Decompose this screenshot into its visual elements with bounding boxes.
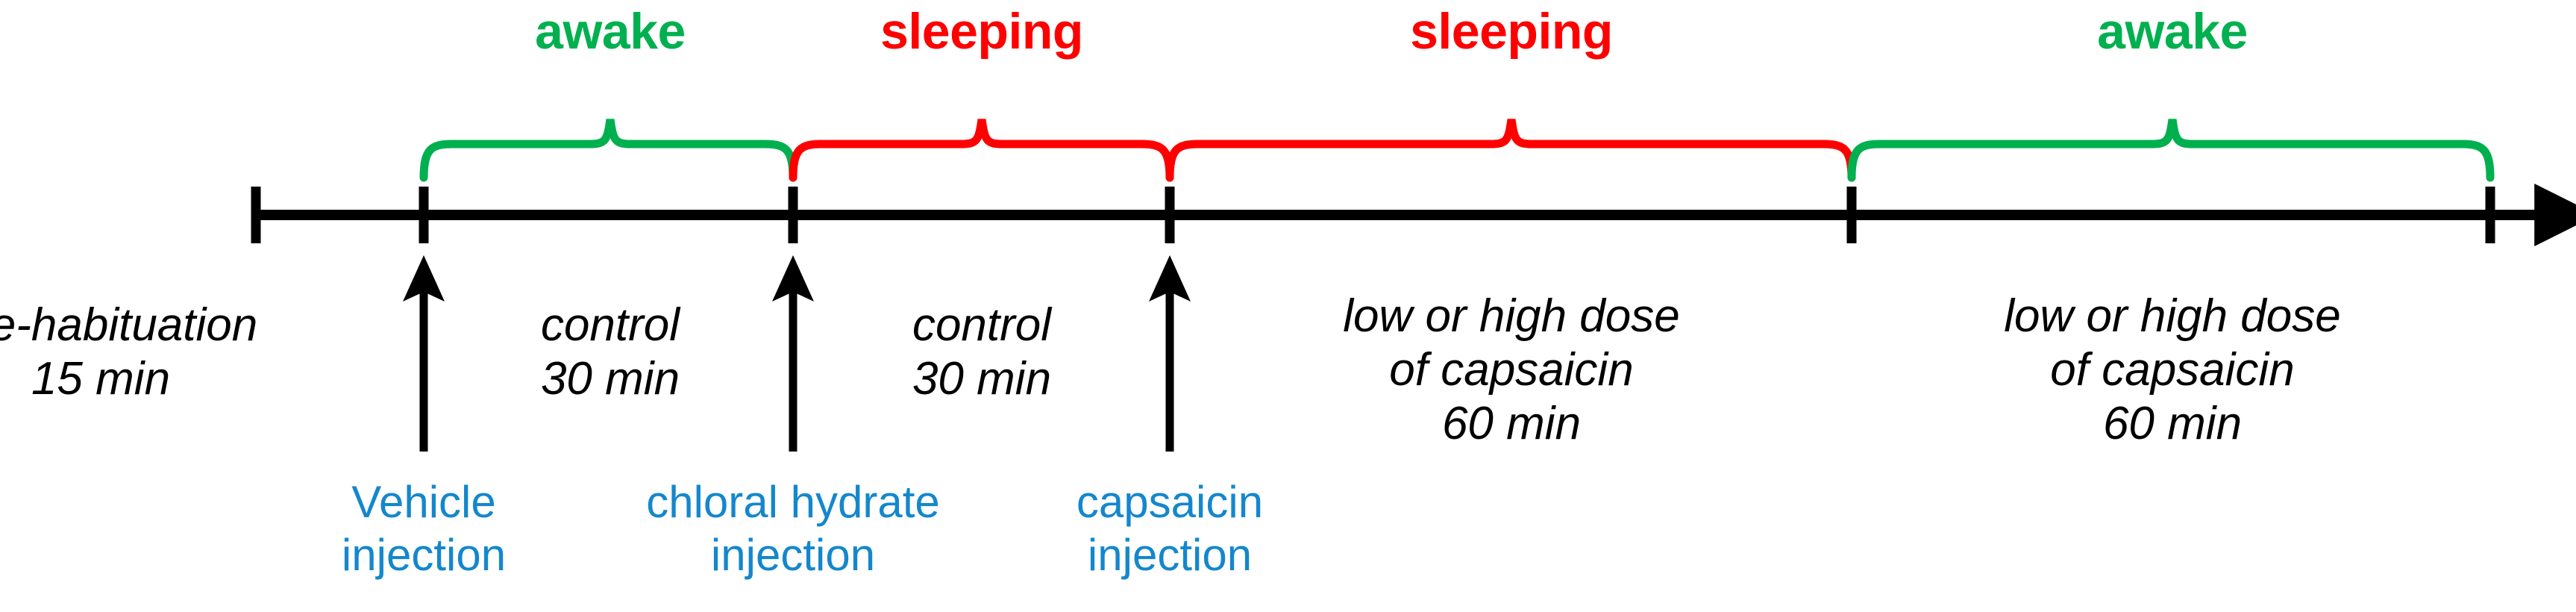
timeline-ticks xyxy=(251,187,2495,243)
event-line: chloral hydrate xyxy=(646,477,940,527)
event-arrow-chloral-hydrate xyxy=(772,255,814,452)
phase-label-sleeping-1: sleeping xyxy=(880,3,1083,60)
interval-label-control-sleeping: control 30 min xyxy=(912,299,1051,406)
interval-line: control xyxy=(540,299,680,351)
event-line: injection xyxy=(1087,529,1253,580)
interval-line: low or high dose xyxy=(1343,290,1680,342)
event-label-vehicle-injection: Vehicle injection xyxy=(342,476,506,582)
interval-line: 15 min xyxy=(31,352,171,405)
event-line: injection xyxy=(341,529,507,580)
interval-line: control xyxy=(912,299,1052,351)
brace-awake-2 xyxy=(1847,119,2495,182)
event-line: Vehicle xyxy=(351,477,496,527)
phase-label-awake-1: awake xyxy=(535,3,686,60)
interval-line: 60 min xyxy=(1441,397,1582,449)
interval-line: 60 min xyxy=(2102,397,2243,449)
event-line: capsaicin xyxy=(1076,477,1264,527)
phase-label-awake-2: awake xyxy=(2097,3,2248,60)
interval-line: of capsaicin xyxy=(1389,343,1634,396)
event-arrows xyxy=(403,255,1191,452)
brace-awake-1 xyxy=(419,119,797,182)
interval-line: of capsaicin xyxy=(2050,343,2295,396)
event-arrow-capsaicin xyxy=(1149,255,1191,452)
brace-sleeping-2 xyxy=(1165,119,1856,182)
interval-label-pre-habituation: Pre-habituation 15 min xyxy=(0,299,257,406)
interval-line: Pre-habituation xyxy=(0,299,258,351)
interval-line: 30 min xyxy=(912,352,1052,405)
brace-sleeping-1 xyxy=(789,119,1174,182)
interval-label-capsaicin-sleeping: low or high dose of capsaicin 60 min xyxy=(1343,290,1680,451)
event-label-capsaicin-injection: capsaicin injection xyxy=(1077,476,1263,582)
interval-line: low or high dose xyxy=(2004,290,2341,342)
phase-label-sleeping-2: sleeping xyxy=(1410,3,1613,60)
interval-label-capsaicin-awake: low or high dose of capsaicin 60 min xyxy=(2004,290,2341,451)
interval-label-control-awake: control 30 min xyxy=(541,299,680,406)
event-label-chloral-hydrate-injection: chloral hydrate injection xyxy=(646,476,940,582)
event-line: injection xyxy=(710,529,876,580)
interval-line: 30 min xyxy=(540,352,680,405)
event-arrow-vehicle xyxy=(403,255,445,452)
